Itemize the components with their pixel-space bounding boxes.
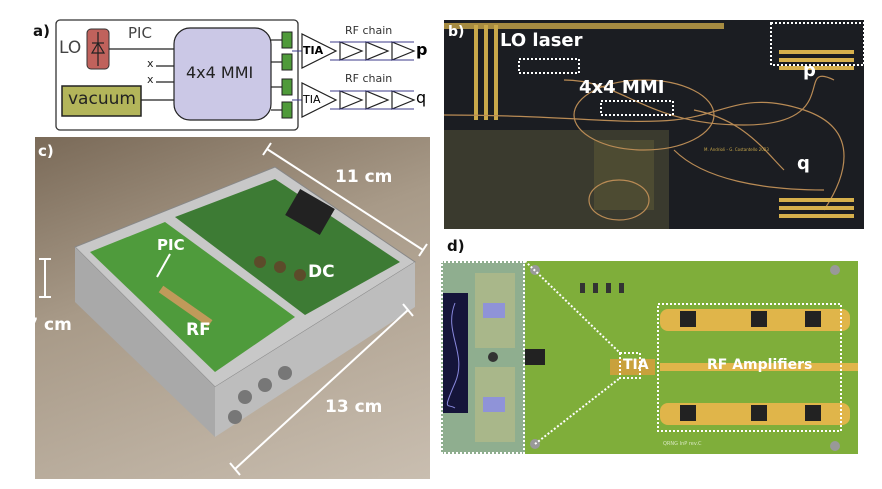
rf-amplifiers-label: RF Amplifiers bbox=[707, 357, 813, 373]
length-dimension: 13 cm bbox=[325, 397, 383, 417]
lo-laser-label: LO laser bbox=[500, 30, 583, 51]
chip-micrograph: M. Andrioli - G. Costantello 2023 bbox=[443, 20, 865, 229]
mmi-chip-label: 4x4 MMI bbox=[579, 77, 665, 98]
rf-chain-label-p: RF chain bbox=[345, 24, 393, 37]
tia-label-p: TIA bbox=[303, 44, 324, 57]
lo-laser-highlight bbox=[518, 58, 580, 74]
chip-waveguides bbox=[443, 22, 865, 229]
tia-photo-label: TIA bbox=[623, 357, 649, 373]
board-silkscreen: QRNG InP rev.C bbox=[663, 441, 702, 447]
chip-engraving: M. Andrioli - G. Costantello 2023 bbox=[704, 147, 769, 152]
rf-amplifiers-highlight bbox=[657, 303, 842, 432]
q-chip-label: q bbox=[797, 153, 810, 174]
pic-label: PIC bbox=[128, 24, 152, 42]
panel-a-schematic bbox=[55, 19, 416, 131]
vacuum-block bbox=[61, 85, 142, 117]
amplifier-icons bbox=[301, 33, 416, 118]
pic-photo-label: PIC bbox=[157, 236, 185, 254]
panel-c-label: c) bbox=[38, 142, 54, 160]
lo-label: LO bbox=[59, 38, 82, 58]
mmi-highlight bbox=[600, 100, 674, 116]
tia-highlight bbox=[619, 352, 641, 379]
mmi-label: 4x4 MMI bbox=[186, 63, 254, 82]
rf-label: RF bbox=[186, 320, 211, 340]
laser-diode-icon bbox=[90, 32, 106, 66]
vacuum-label: vacuum bbox=[68, 89, 136, 109]
photodiode-icons bbox=[281, 31, 293, 119]
pcb-drawing bbox=[524, 260, 858, 451]
panel-b-label: b) bbox=[448, 24, 465, 40]
pcb-photo: QRNG InP rev.C bbox=[524, 260, 858, 454]
rf-chain-label-q: RF chain bbox=[345, 72, 393, 85]
enclosure-photo bbox=[35, 137, 430, 479]
panel-a-label: a) bbox=[33, 22, 50, 40]
output-p: p bbox=[416, 40, 428, 59]
dc-label: DC bbox=[308, 262, 335, 282]
panel-d-label: d) bbox=[447, 237, 465, 255]
tia-label-q: TIA bbox=[303, 93, 321, 106]
enclosure-drawing bbox=[39, 142, 428, 476]
tia-inset-photo bbox=[441, 261, 525, 454]
tia-inset-drawing bbox=[443, 273, 515, 442]
mmi-block bbox=[173, 27, 272, 121]
p-chip-label: p bbox=[803, 60, 816, 81]
port-x-1: x bbox=[147, 57, 154, 70]
width-dimension: 11 cm bbox=[335, 167, 393, 187]
output-q: q bbox=[416, 88, 427, 107]
height-dimension: 2.7 cm bbox=[8, 315, 72, 335]
port-x-2: x bbox=[147, 73, 154, 86]
